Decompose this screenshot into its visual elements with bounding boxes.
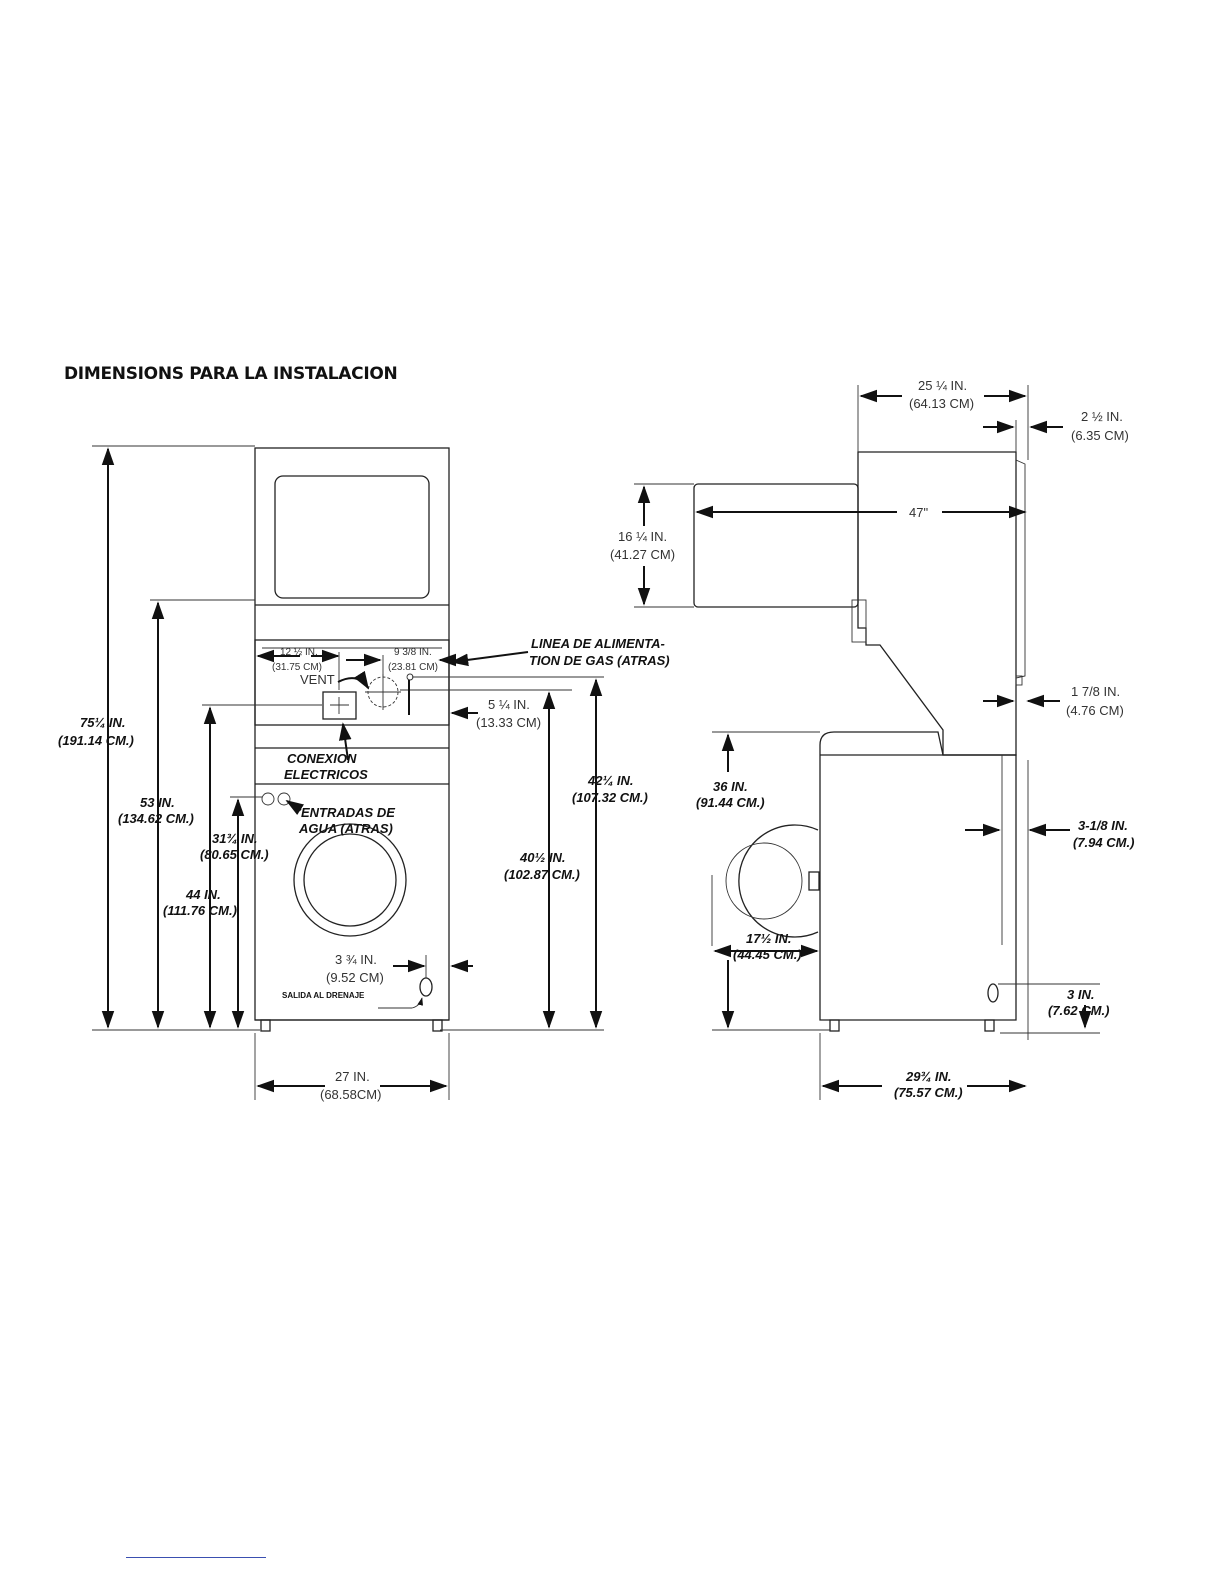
washer-door-side xyxy=(738,824,819,938)
side-labels: 25 ¼ IN. (64.13 CM) 2 ½ IN. (6.35 CM) 47… xyxy=(610,378,1134,1100)
label-3-1-8-cm: (7.94 CM.) xyxy=(1073,835,1134,850)
footer-rule xyxy=(126,1557,266,1558)
label-75-in: 75¼ IN. xyxy=(80,715,126,730)
label-drain-in: 3 ¾ IN. xyxy=(335,952,377,967)
drain-outlet xyxy=(419,977,433,997)
side-view xyxy=(634,385,1100,1100)
label-27-in: 27 IN. xyxy=(335,1069,370,1084)
label-water-2: AGUA (ATRAS) xyxy=(298,821,393,836)
label-3-in: 3 IN. xyxy=(1067,987,1094,1002)
label-electric-1: CONEXION xyxy=(287,751,357,766)
dryer-side-body xyxy=(857,451,1017,756)
front-cabinet-outline xyxy=(254,447,450,1021)
label-9-in: 9 3/8 IN. xyxy=(394,647,432,658)
label-44-in: 44 IN. xyxy=(185,887,221,902)
label-47: 47" xyxy=(909,505,928,520)
label-36-in: 36 IN. xyxy=(713,779,748,794)
label-53-in: 53 IN. xyxy=(140,795,175,810)
label-water-1: ENTRADAS DE xyxy=(301,805,395,820)
label-44-cm: (111.76 CM.) xyxy=(163,903,237,918)
label-40-in: 40½ IN. xyxy=(519,850,566,865)
water-inlet-cold xyxy=(277,792,291,806)
washer-door xyxy=(293,823,407,937)
label-42-in: 42¼ IN. xyxy=(587,773,634,788)
dryer-door-open xyxy=(693,483,859,608)
label-2-cm: (6.35 CM) xyxy=(1071,428,1129,443)
label-75-cm: (191.14 CM.) xyxy=(58,733,134,748)
label-16-in: 16 ¼ IN. xyxy=(618,529,667,544)
label-29-in: 29¾ IN. xyxy=(905,1069,952,1084)
label-17-cm: (44.45 CM.) xyxy=(733,947,802,962)
label-12-cm: (31.75 CM) xyxy=(272,662,322,673)
water-inlet-hot xyxy=(261,792,275,806)
label-31-cm: (80.65 CM.) xyxy=(200,847,269,862)
label-3-cm: (7.62 CM.) xyxy=(1048,1003,1109,1018)
label-40-cm: (102.87 CM.) xyxy=(504,867,580,882)
label-25-cm: (64.13 CM) xyxy=(909,396,974,411)
label-53-cm: (134.62 CM.) xyxy=(118,811,194,826)
label-5-cm: (13.33 CM) xyxy=(476,715,541,730)
label-1-in: 1 7/8 IN. xyxy=(1071,684,1120,699)
label-gas-2: TION DE GAS (ATRAS) xyxy=(529,653,670,668)
label-29-cm: (75.57 CM.) xyxy=(894,1085,963,1100)
front-labels: 75¼ IN. (191.14 CM.) 53 IN. (134.62 CM.)… xyxy=(58,636,670,1102)
label-drain-cm: (9.52 CM) xyxy=(326,970,384,985)
washer-side-body xyxy=(819,731,1017,1021)
label-drain: SALIDA AL DRENAJE xyxy=(282,991,365,1000)
page-title: DIMENSIONS PARA LA INSTALACION xyxy=(64,364,398,384)
label-36-cm: (91.44 CM.) xyxy=(696,795,765,810)
label-1-cm: (4.76 CM) xyxy=(1066,703,1124,718)
label-vent: VENT xyxy=(300,672,335,687)
label-25-in: 25 ¼ IN. xyxy=(918,378,967,393)
label-12-in: 12 ½ IN. xyxy=(280,647,318,658)
label-31-in: 31¾ IN. xyxy=(212,831,258,846)
label-gas-1: LINEA DE ALIMENTA- xyxy=(531,636,665,651)
connection-recess xyxy=(254,639,450,726)
label-42-cm: (107.32 CM.) xyxy=(572,790,648,805)
front-view xyxy=(92,445,604,1100)
electrical-box xyxy=(322,691,357,720)
label-17-in: 17½ IN. xyxy=(746,931,792,946)
label-3-1-8-in: 3-1/8 IN. xyxy=(1078,818,1128,833)
dryer-window xyxy=(274,475,430,599)
label-2-in: 2 ½ IN. xyxy=(1081,409,1123,424)
label-electric-2: ELECTRICOS xyxy=(284,767,368,782)
label-9-cm: (23.81 CM) xyxy=(388,662,438,673)
label-27-cm: (68.58CM) xyxy=(320,1087,381,1102)
label-5-in: 5 ¼ IN. xyxy=(488,697,530,712)
label-16-cm: (41.27 CM) xyxy=(610,547,675,562)
